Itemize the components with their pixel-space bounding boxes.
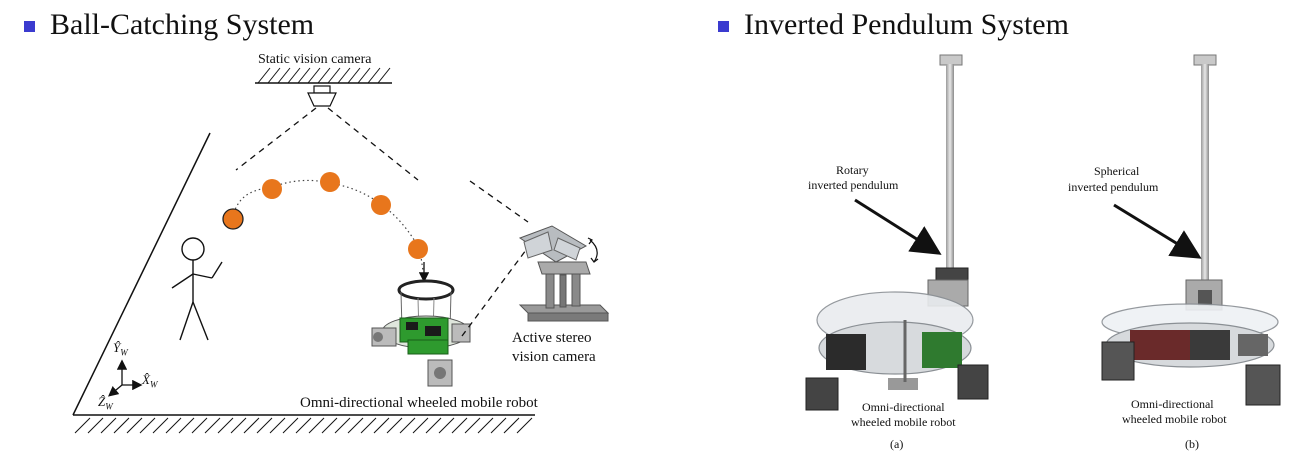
ball-2	[262, 179, 282, 199]
static-camera-icon	[307, 85, 337, 107]
robot-a-label-2: wheeled mobile robot	[851, 415, 956, 429]
robot-a-photo	[805, 54, 989, 411]
spherical-pendulum-label-1: Spherical	[1094, 164, 1140, 178]
catching-robot	[371, 279, 471, 387]
robot-b-label-1: Omni-directional	[1131, 397, 1214, 411]
pointer-arrow-b	[1113, 203, 1202, 259]
world-axes	[108, 359, 143, 397]
bullet-left	[24, 21, 35, 32]
ball-1	[222, 208, 244, 230]
person-icon	[171, 237, 223, 341]
axis-z-label: ẐW	[98, 394, 113, 412]
ball-4	[371, 195, 391, 215]
bullet-right	[718, 21, 729, 32]
caption-a: (a)	[890, 437, 904, 451]
floor-hatch	[74, 417, 533, 434]
pointer-arrow-a	[854, 198, 942, 255]
robot-b-photo	[1101, 54, 1281, 406]
ball-catching-title: Ball-Catching System	[50, 8, 315, 41]
inverted-pendulum-title: Inverted Pendulum System	[744, 8, 1069, 41]
robot-a-label-1: Omni-directional	[862, 400, 945, 414]
active-stereo-camera-icon	[518, 225, 610, 322]
robot-b-label-2: wheeled mobile robot	[1122, 412, 1227, 426]
ball-3	[320, 172, 340, 192]
active-camera-label-1: Active stereo	[512, 330, 592, 346]
ceiling-hatch	[255, 67, 392, 84]
caption-b: (b)	[1185, 437, 1199, 451]
axis-y-label: ŶW	[113, 340, 128, 358]
robot-label: Omni-directional wheeled mobile robot	[300, 395, 538, 411]
rotary-pendulum-label-2: inverted pendulum	[808, 178, 899, 192]
ball-5	[408, 239, 428, 259]
active-camera-label-2: vision camera	[512, 349, 596, 365]
spherical-pendulum-label-2: inverted pendulum	[1068, 180, 1159, 194]
axis-x-label: X̂W	[142, 372, 158, 390]
rotary-pendulum-label-1: Rotary	[836, 163, 869, 177]
static-camera-label: Static vision camera	[258, 52, 372, 67]
